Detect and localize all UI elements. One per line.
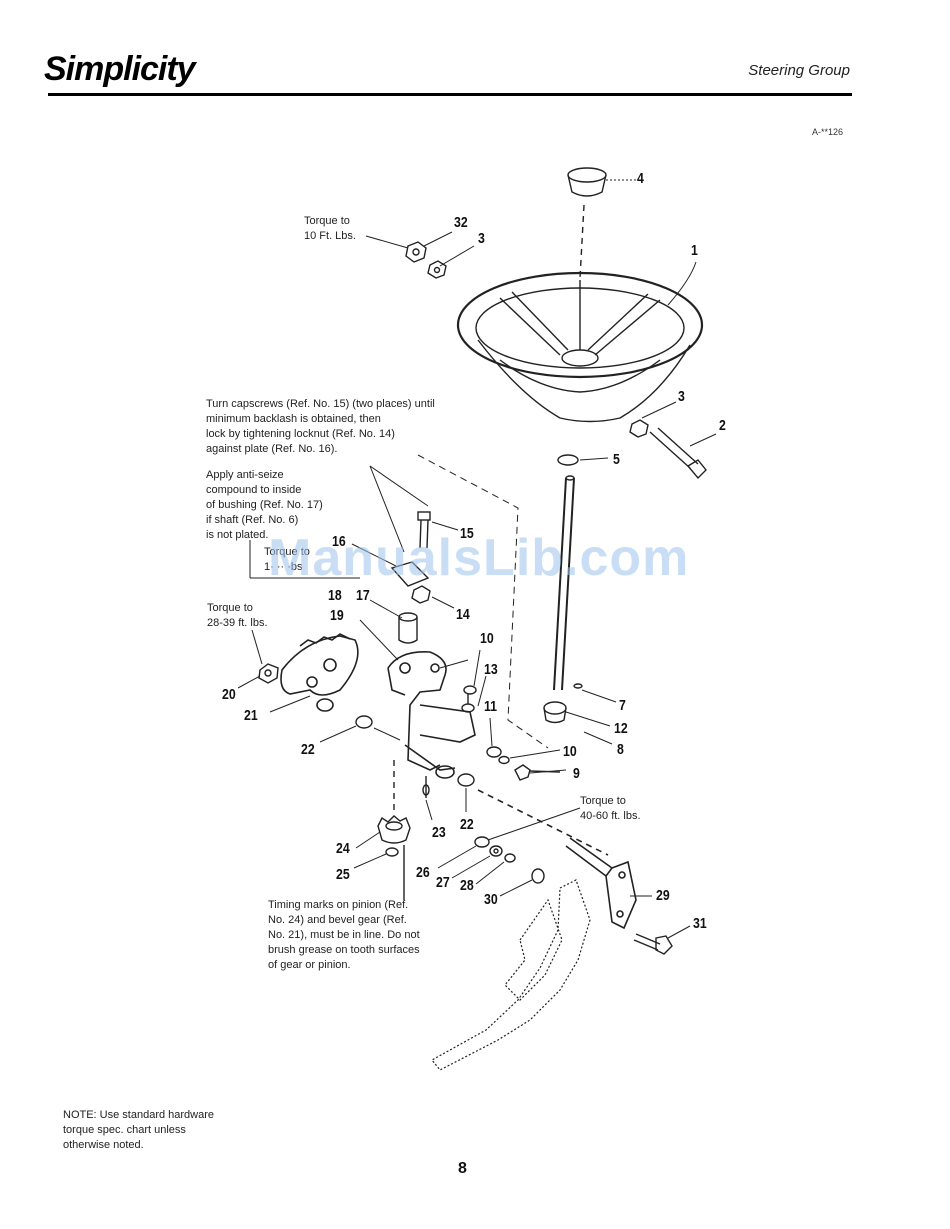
callout-26: 26 (416, 864, 430, 881)
anti-seize-note: Apply anti-seize compound to inside of b… (206, 469, 323, 541)
torque-note-40: Torque to 40-60 ft. lbs. (580, 795, 641, 822)
callout-20: 20 (222, 686, 236, 703)
brand-logo: Simplicity (44, 50, 196, 88)
callout-14: 14 (456, 606, 470, 623)
callout-19: 19 (330, 607, 344, 624)
bevel-gear (280, 633, 359, 712)
section-title: Steering Group (748, 62, 850, 79)
figure-reference: A-**126 (812, 127, 844, 137)
callout-29: 29 (656, 887, 670, 904)
steering-arm (477, 789, 637, 930)
callout-15: 15 (460, 525, 474, 542)
callout-16: 16 (332, 533, 346, 550)
torque-note-10: Torque to 10 Ft. Lbs. (304, 215, 356, 242)
timing-note: Timing marks on pinion (Ref. No. 24) and… (268, 899, 420, 971)
callout-32: 32 (454, 214, 468, 231)
callout-4: 4 (637, 170, 644, 187)
callout-12: 12 (614, 720, 628, 737)
torque-note-28: Torque to 28-39 ft. lbs. (207, 602, 268, 629)
callout-25: 25 (336, 866, 350, 883)
callout-10: 10 (480, 630, 494, 647)
header-rule (48, 93, 852, 96)
callout-17: 17 (356, 587, 370, 604)
callout-5: 5 (613, 451, 620, 468)
hardware-note: NOTE: Use standard hardware torque spec.… (63, 1109, 215, 1151)
capscrews-note: Turn capscrews (Ref. No. 15) (two places… (206, 398, 435, 455)
callout-9: 9 (573, 765, 580, 782)
callout-22: 22 (460, 816, 474, 833)
watermark: ManualsLib.com (268, 529, 690, 587)
callout-27: 27 (436, 874, 450, 891)
callout-28: 28 (460, 877, 474, 894)
callout-21: 21 (244, 707, 258, 724)
callout-3: 3 (478, 230, 485, 247)
steering-wheel (456, 271, 704, 423)
callout-3: 3 (678, 388, 685, 405)
callout-30: 30 (484, 891, 498, 908)
callout-1: 1 (691, 242, 698, 259)
callout-7: 7 (619, 697, 626, 714)
callout-8: 8 (617, 741, 624, 758)
pinion (377, 815, 411, 844)
callout-31: 31 (693, 915, 707, 932)
page-number: 8 (458, 1160, 467, 1177)
callout-22: 22 (301, 741, 315, 758)
callout-2: 2 (719, 417, 726, 434)
torque-note-partial: Torque to 1· ·· ·bs (264, 546, 310, 573)
drag-link-outline (431, 879, 591, 1071)
nut-32 (405, 241, 427, 263)
callout-13: 13 (484, 661, 498, 678)
callout-18: 18 (328, 587, 342, 604)
callout-10: 10 (563, 743, 577, 760)
gear-housing (387, 651, 476, 779)
callout-23: 23 (432, 824, 446, 841)
callout-24: 24 (336, 840, 350, 857)
callout-11: 11 (484, 698, 498, 715)
wheel-cap (567, 167, 607, 197)
